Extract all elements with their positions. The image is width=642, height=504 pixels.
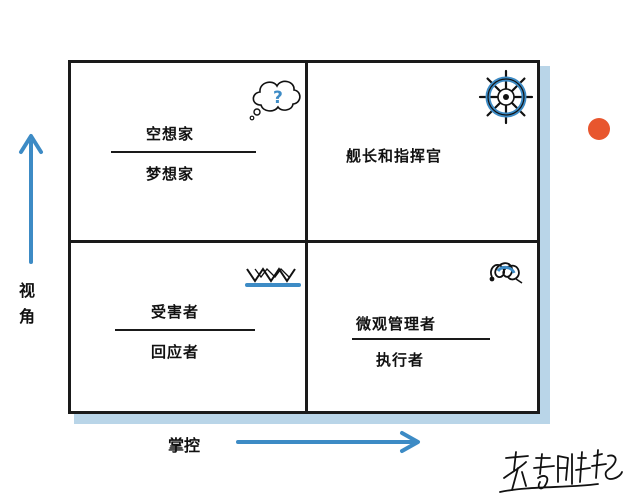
water-waves-icon: [245, 267, 301, 287]
quadrant-br-primary-label: 微观管理者: [356, 315, 437, 333]
svg-text:?: ?: [273, 88, 283, 108]
x-axis-arrow: [236, 431, 420, 453]
quadrant-bl-primary-label: 受害者: [151, 303, 200, 321]
quadrant-tl-divider-rule: [111, 151, 256, 153]
quadrant-top-left: 空想家 梦想家 ?: [71, 63, 305, 240]
quadrant-bottom-left: 受害者 回应者: [71, 243, 305, 420]
quadrant-tr-primary-label: 舰长和指挥官: [346, 147, 443, 165]
quadrant-bottom-right: 微观管理者 执行者: [308, 243, 542, 420]
quadrant-br-secondary-label: 执行者: [376, 351, 425, 369]
ship-wheel-icon: [478, 69, 534, 125]
y-axis-arrow: [19, 134, 43, 264]
orange-marker-dot: [588, 118, 610, 140]
quadrant-tl-secondary-label: 梦想家: [146, 165, 195, 183]
quadrant-matrix: 空想家 梦想家 ? 舰长和指挥官 受害者 回应者: [68, 60, 540, 414]
quadrant-bl-divider-rule: [115, 329, 255, 331]
quadrant-tl-primary-label: 空想家: [146, 125, 195, 143]
quadrant-top-right: 舰长和指挥官: [308, 63, 542, 240]
x-axis-label: 掌控: [168, 436, 201, 455]
horizontal-divider: [71, 240, 537, 243]
vertical-divider: [305, 63, 308, 411]
thought-cloud-question-icon: ?: [249, 80, 301, 121]
tangled-rope-icon: [489, 262, 523, 284]
quadrant-br-divider-rule: [352, 338, 490, 340]
handwritten-signature: [499, 449, 623, 493]
quadrant-bl-secondary-label: 回应者: [151, 343, 200, 361]
y-axis-label: 视角: [18, 281, 35, 326]
